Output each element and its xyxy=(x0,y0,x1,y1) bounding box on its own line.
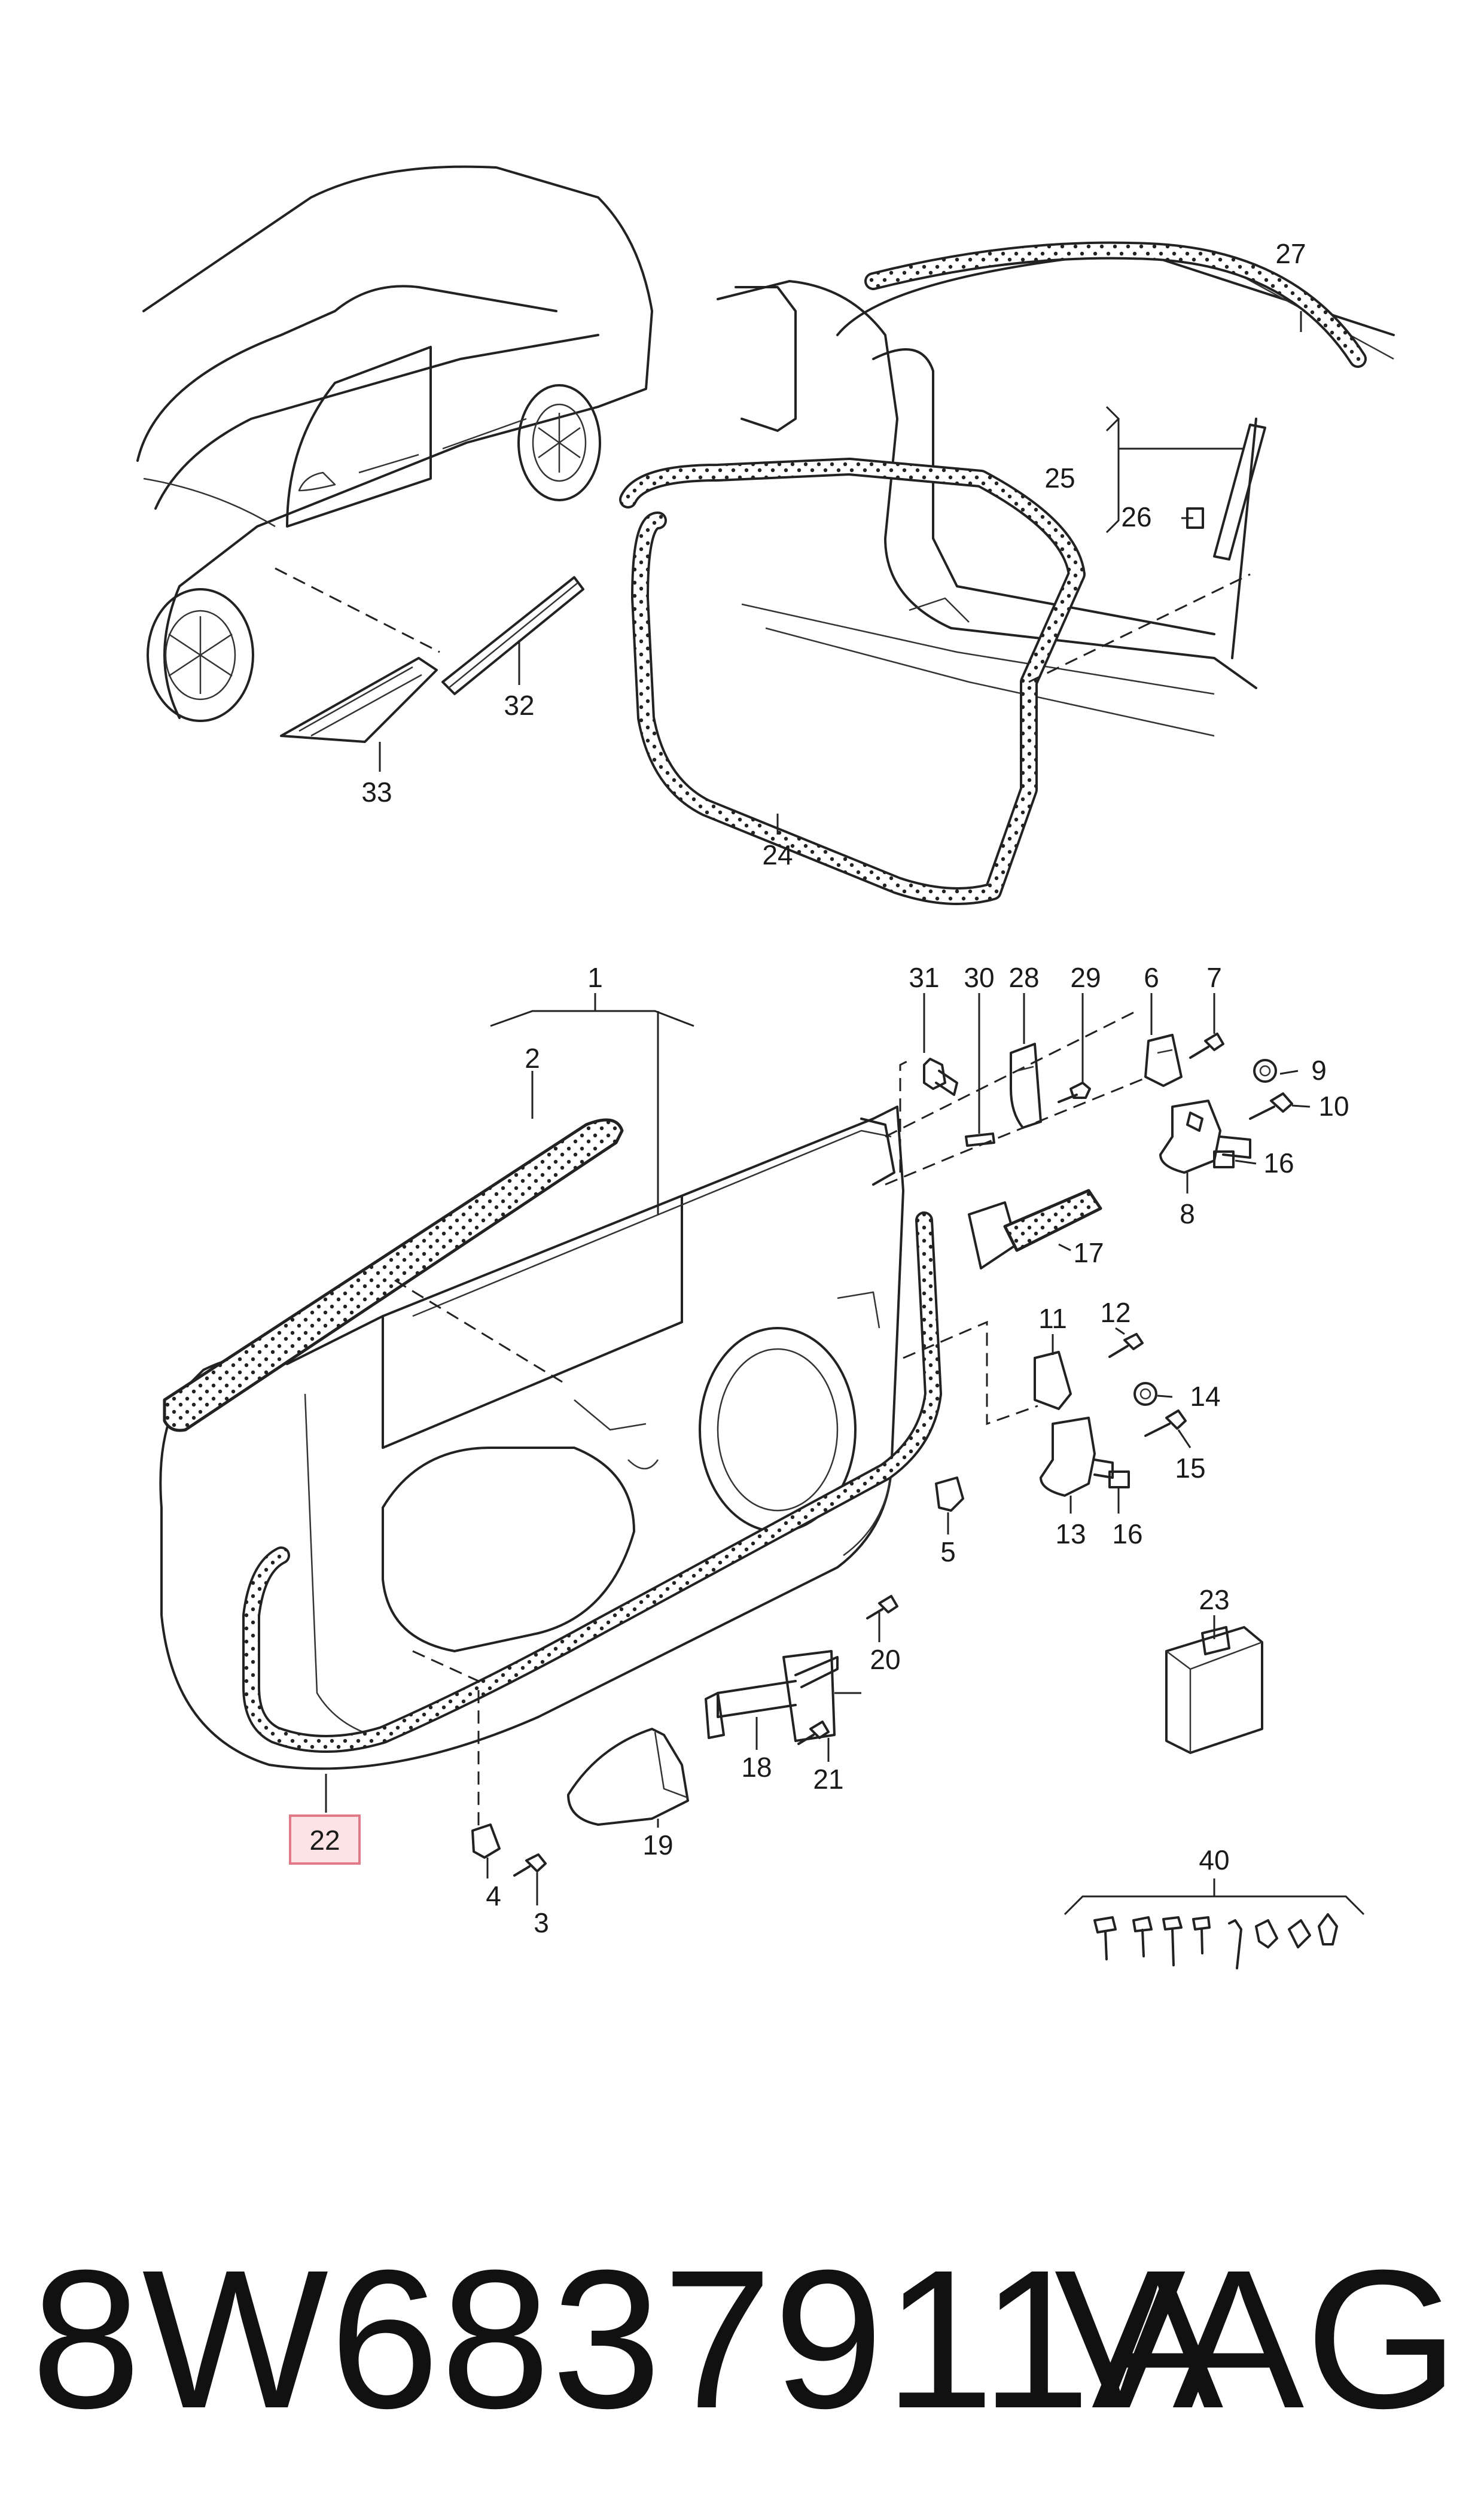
callout-7: 7 xyxy=(1206,962,1222,993)
grommet-5 xyxy=(935,1476,964,1512)
screw-10 xyxy=(1249,1092,1293,1120)
hinge-11 xyxy=(1034,1351,1072,1410)
callout-40: 40 xyxy=(1199,1844,1229,1875)
container-23 xyxy=(1165,1626,1263,1754)
screw-12 xyxy=(1108,1333,1144,1358)
callout-31: 31 xyxy=(909,962,939,993)
callout-11: 11 xyxy=(1038,1303,1067,1334)
callout-24: 24 xyxy=(762,839,793,870)
callout-8: 8 xyxy=(1180,1198,1195,1229)
callout-28: 28 xyxy=(1008,962,1039,993)
screw-3 xyxy=(513,1853,547,1877)
callout-20: 20 xyxy=(870,1644,900,1675)
callout-16a: 16 xyxy=(1263,1147,1294,1179)
sleeve-16a xyxy=(1213,1150,1235,1168)
footer: 8W6837911A VAG xyxy=(0,2225,1484,2453)
callout-18: 18 xyxy=(741,1752,772,1783)
parts-diagram: 27 25 26 32 33 24 1 2 31 30 28 29 6 7 9 … xyxy=(136,165,1395,1969)
callout-12: 12 xyxy=(1100,1297,1130,1328)
screw-20 xyxy=(866,1595,898,1619)
grommet-4 xyxy=(471,1823,501,1859)
callout-16b: 16 xyxy=(1112,1518,1142,1549)
callout-5: 5 xyxy=(940,1536,956,1567)
callout-13: 13 xyxy=(1055,1518,1086,1549)
callout-6: 6 xyxy=(1144,962,1159,993)
callout-22: 22 xyxy=(309,1825,340,1856)
part-number: 8W6837911A xyxy=(31,2228,1225,2449)
sleeve-16b xyxy=(1108,1470,1130,1488)
callout-23: 23 xyxy=(1199,1584,1229,1615)
fastener-set-40 xyxy=(1064,1878,1365,1969)
callout-3: 3 xyxy=(534,1907,549,1938)
callout-9: 9 xyxy=(1311,1055,1327,1086)
hinge-6 xyxy=(1144,1034,1183,1087)
callout-14: 14 xyxy=(1190,1381,1220,1412)
callout-27: 27 xyxy=(1275,238,1306,269)
nut-14 xyxy=(1133,1382,1157,1406)
screw-21 xyxy=(797,1721,830,1745)
upper-seal-2 xyxy=(163,1118,624,1432)
handle-19 xyxy=(567,1728,689,1826)
sill-trim-32 xyxy=(441,576,584,695)
callout-19: 19 xyxy=(642,1829,673,1861)
screw-29 xyxy=(1058,1082,1091,1103)
callout-17: 17 xyxy=(1073,1237,1104,1268)
callout-30: 30 xyxy=(964,962,994,993)
callout-25: 25 xyxy=(1044,462,1075,494)
screw-15 xyxy=(1144,1409,1187,1437)
callout-32: 32 xyxy=(504,690,534,721)
plate-28 xyxy=(1010,1043,1042,1129)
car-illustration xyxy=(136,165,653,722)
sill-trim-33 xyxy=(280,657,438,743)
callout-10: 10 xyxy=(1318,1091,1349,1122)
callout-4: 4 xyxy=(486,1880,501,1911)
callout-15: 15 xyxy=(1175,1453,1205,1484)
callout-2: 2 xyxy=(525,1043,540,1074)
highlight-box-22 xyxy=(289,1814,361,1865)
check-strap-18 xyxy=(705,1650,839,1742)
body-opening xyxy=(717,250,1395,737)
callout-21: 21 xyxy=(813,1764,843,1795)
callout-26: 26 xyxy=(1121,501,1151,532)
check-strap-17 xyxy=(968,1189,1102,1269)
hinge-13 xyxy=(1040,1417,1096,1497)
callout-33: 33 xyxy=(361,777,392,808)
brand-name: VAG xyxy=(1054,2228,1460,2449)
callout-29: 29 xyxy=(1070,962,1101,993)
nut-9 xyxy=(1253,1059,1277,1083)
pin-30 xyxy=(965,1132,995,1147)
bolt-31 xyxy=(923,1058,958,1096)
screw-7 xyxy=(1189,1033,1224,1059)
callout-1: 1 xyxy=(587,962,603,993)
